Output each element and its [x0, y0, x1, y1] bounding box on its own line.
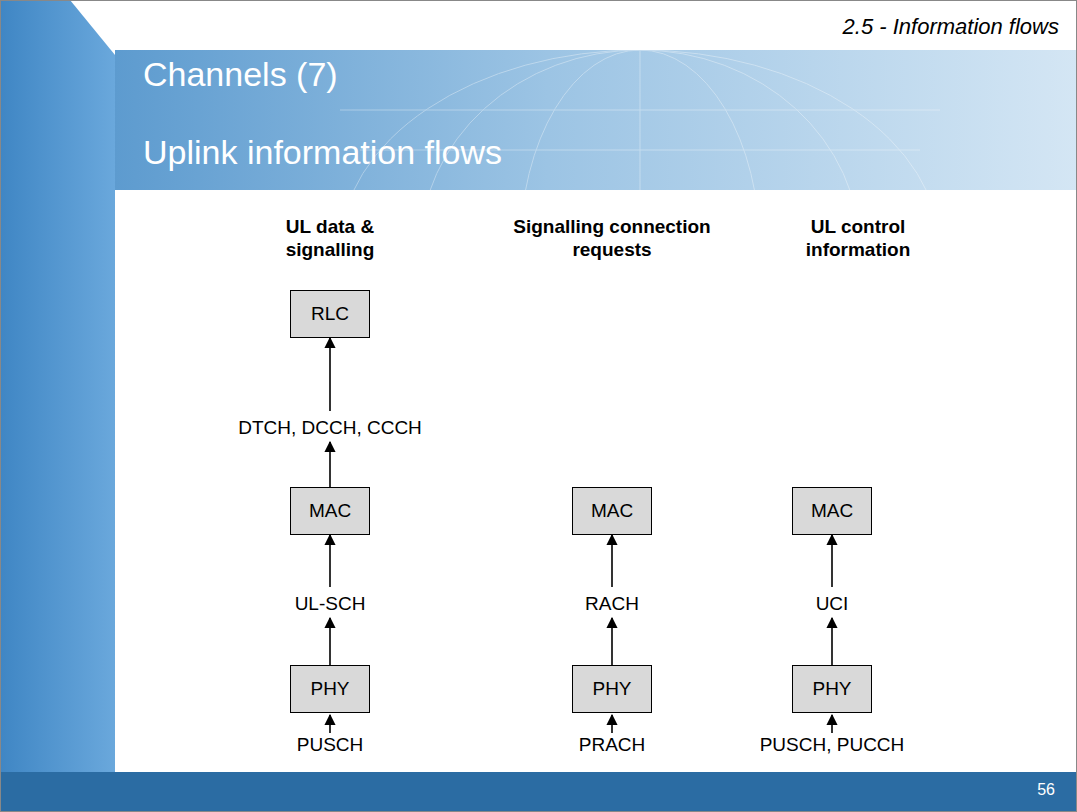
- arrow-segment: [611, 618, 613, 665]
- layer-box: RLC: [290, 290, 370, 338]
- channel-label: UL-SCH: [292, 593, 369, 615]
- arrow-segment: [329, 338, 331, 411]
- channel-label: DTCH, DCCH, CCCH: [235, 417, 425, 439]
- side-stripe: [0, 0, 115, 772]
- arrow-segment: [329, 535, 331, 587]
- layer-name: MAC: [591, 500, 633, 522]
- arrow-segment: [329, 442, 331, 487]
- arrow-segment: [329, 618, 331, 665]
- arrow-segment: [831, 535, 833, 587]
- channel-label: RACH: [582, 593, 642, 615]
- layer-box: MAC: [572, 487, 652, 535]
- layer-name: MAC: [811, 500, 853, 522]
- layer-name: PHY: [310, 678, 349, 700]
- layer-box: MAC: [792, 487, 872, 535]
- channel-label: PRACH: [576, 734, 649, 756]
- column-heading: Signalling connection requests: [500, 216, 725, 262]
- layer-name: MAC: [309, 500, 351, 522]
- layer-box: PHY: [792, 665, 872, 713]
- leader-arrows: [330, 715, 832, 733]
- header-band: [115, 50, 1077, 190]
- column-heading: UL data & signalling: [265, 216, 395, 262]
- page-number: 56: [1037, 781, 1055, 799]
- channel-label: UCI: [813, 593, 852, 615]
- channel-label: PUSCH, PUCCH: [757, 734, 908, 756]
- section-label: 2.5 - Information flows: [843, 14, 1059, 40]
- flow-arrow: [330, 338, 331, 487]
- layer-name: PHY: [592, 678, 631, 700]
- subtitle: Uplink information flows: [143, 133, 502, 172]
- column-heading: UL control information: [793, 216, 923, 262]
- layer-name: PHY: [812, 678, 851, 700]
- channel-label: PUSCH: [294, 734, 367, 756]
- arrow-segment: [611, 535, 613, 587]
- footer-bar: [0, 772, 1077, 812]
- slide-title: Channels (7): [143, 55, 338, 94]
- arrow-segment: [831, 618, 833, 665]
- layer-box: MAC: [290, 487, 370, 535]
- layer-name: RLC: [311, 303, 349, 325]
- leader-arrow: [611, 715, 613, 733]
- layer-box: PHY: [572, 665, 652, 713]
- leader-arrow: [831, 715, 833, 733]
- layer-box: PHY: [290, 665, 370, 713]
- leader-arrow: [329, 715, 331, 733]
